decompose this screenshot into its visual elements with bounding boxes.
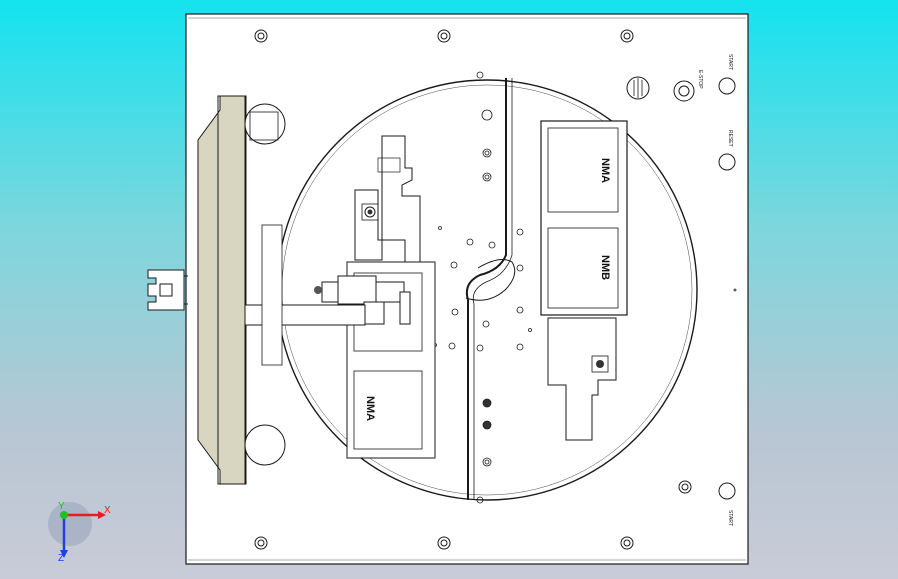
coordinate-triad: X Y Z	[48, 501, 111, 564]
reset-button[interactable]	[718, 153, 736, 171]
start-bottom-label: START	[727, 510, 733, 526]
estop-label: E-STOP	[697, 70, 703, 89]
start-top-label: START	[727, 54, 733, 70]
control-panel[interactable]: E-STOP START RESET START	[626, 54, 736, 526]
left-fixture-station[interactable]: NMA	[314, 135, 436, 459]
triad-y-label: Y	[58, 501, 65, 512]
start-button-bottom[interactable]	[718, 482, 736, 500]
aluminium-extrusion[interactable]	[147, 269, 188, 311]
start-button-top[interactable]	[718, 77, 736, 95]
left-station-label: NMA	[364, 396, 376, 421]
air-valve-knob[interactable]	[626, 76, 650, 100]
right-fixture-station[interactable]: NMA NMB	[540, 120, 628, 441]
estop-button[interactable]	[673, 80, 695, 102]
right-top-station-label: NMA	[599, 158, 611, 183]
triad-x-label: X	[104, 505, 111, 516]
mounting-holes	[254, 29, 692, 550]
side-slide-mechanism[interactable]	[197, 95, 366, 485]
table-holes	[433, 71, 737, 504]
triad-z-label: Z	[58, 553, 64, 564]
right-bottom-station-label: NMB	[599, 255, 611, 280]
reset-label: RESET	[727, 130, 733, 147]
